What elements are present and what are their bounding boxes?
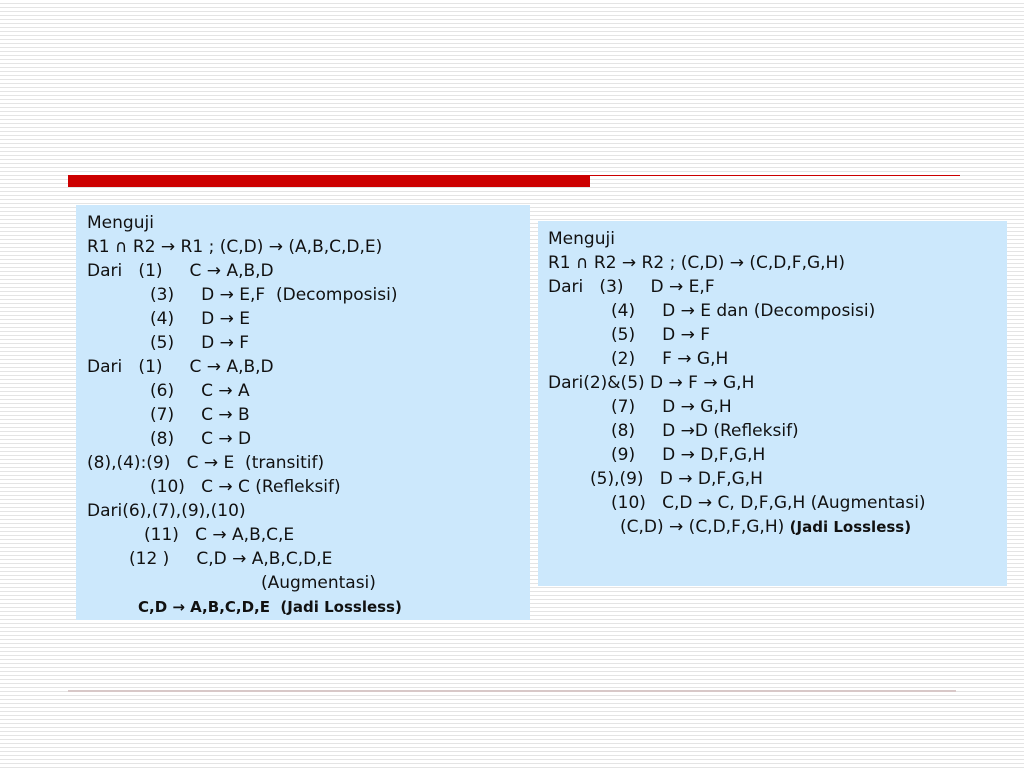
proof-line: (3) D → E,F (Decomposisi)	[150, 285, 398, 305]
proof-line: (5),(9) D → D,F,G,H	[590, 469, 763, 489]
proof-line: Menguji	[87, 213, 154, 233]
proof-line: (7) C → B	[150, 405, 250, 425]
proof-line: (8),(4):(9) C → E (transitif)	[87, 453, 325, 473]
proof-line: (10) C,D → C, D,F,G,H (Augmentasi)	[611, 493, 926, 513]
proof-line: R1 ∩ R2 → R2 ; (C,D) → (C,D,F,G,H)	[548, 253, 845, 273]
proof-line: Dari(2)&(5) D → F → G,H	[548, 373, 755, 393]
footer-divider	[68, 690, 956, 692]
proof-line: (2) F → G,H	[611, 349, 729, 369]
proof-line: (4) D → E	[150, 309, 250, 329]
proof-line: Menguji	[548, 229, 615, 249]
title-accent-bar	[68, 175, 590, 187]
conclusion-line: (C,D) → (C,D,F,G,H) (Jadi Lossless)	[620, 515, 911, 539]
proof-line: Dari(6),(7),(9),(10)	[87, 501, 246, 521]
proof-line: (10) C → C (Refleksif)	[150, 477, 341, 497]
proof-line: Dari (1) C → A,B,D	[87, 357, 274, 377]
conclusion-line: C,D → A,B,C,D,E (Jadi Lossless)	[138, 598, 402, 616]
title-accent-line	[590, 175, 960, 176]
proof-line: (4) D → E dan (Decomposisi)	[611, 301, 876, 321]
proof-line: (5) D → F	[611, 325, 711, 345]
proof-line: (7) D → G,H	[611, 397, 732, 417]
proof-line: (9) D → D,F,G,H	[611, 445, 766, 465]
proof-line: R1 ∩ R2 → R1 ; (C,D) → (A,B,C,D,E)	[87, 237, 383, 257]
proof-line: (Augmentasi)	[261, 573, 376, 593]
proof-line: (6) C → A	[150, 381, 250, 401]
proof-line: (5) D → F	[150, 333, 250, 353]
proof-line: (8) C → D	[150, 429, 252, 449]
proof-line: Dari (1) C → A,B,D	[87, 261, 274, 281]
proof-line: (12 ) C,D → A,B,C,D,E	[129, 549, 333, 569]
left-proof-panel: Menguji R1 ∩ R2 → R1 ; (C,D) → (A,B,C,D,…	[76, 205, 530, 620]
conclusion-note: (Jadi Lossless)	[789, 518, 912, 536]
proof-line: (11) C → A,B,C,E	[144, 525, 295, 545]
conclusion-expression: (C,D) → (C,D,F,G,H)	[620, 517, 785, 537]
proof-line: (8) D →D (Refleksif)	[611, 421, 799, 441]
proof-line: Dari (3) D → E,F	[548, 277, 715, 297]
right-proof-panel: Menguji R1 ∩ R2 → R2 ; (C,D) → (C,D,F,G,…	[538, 221, 1007, 586]
